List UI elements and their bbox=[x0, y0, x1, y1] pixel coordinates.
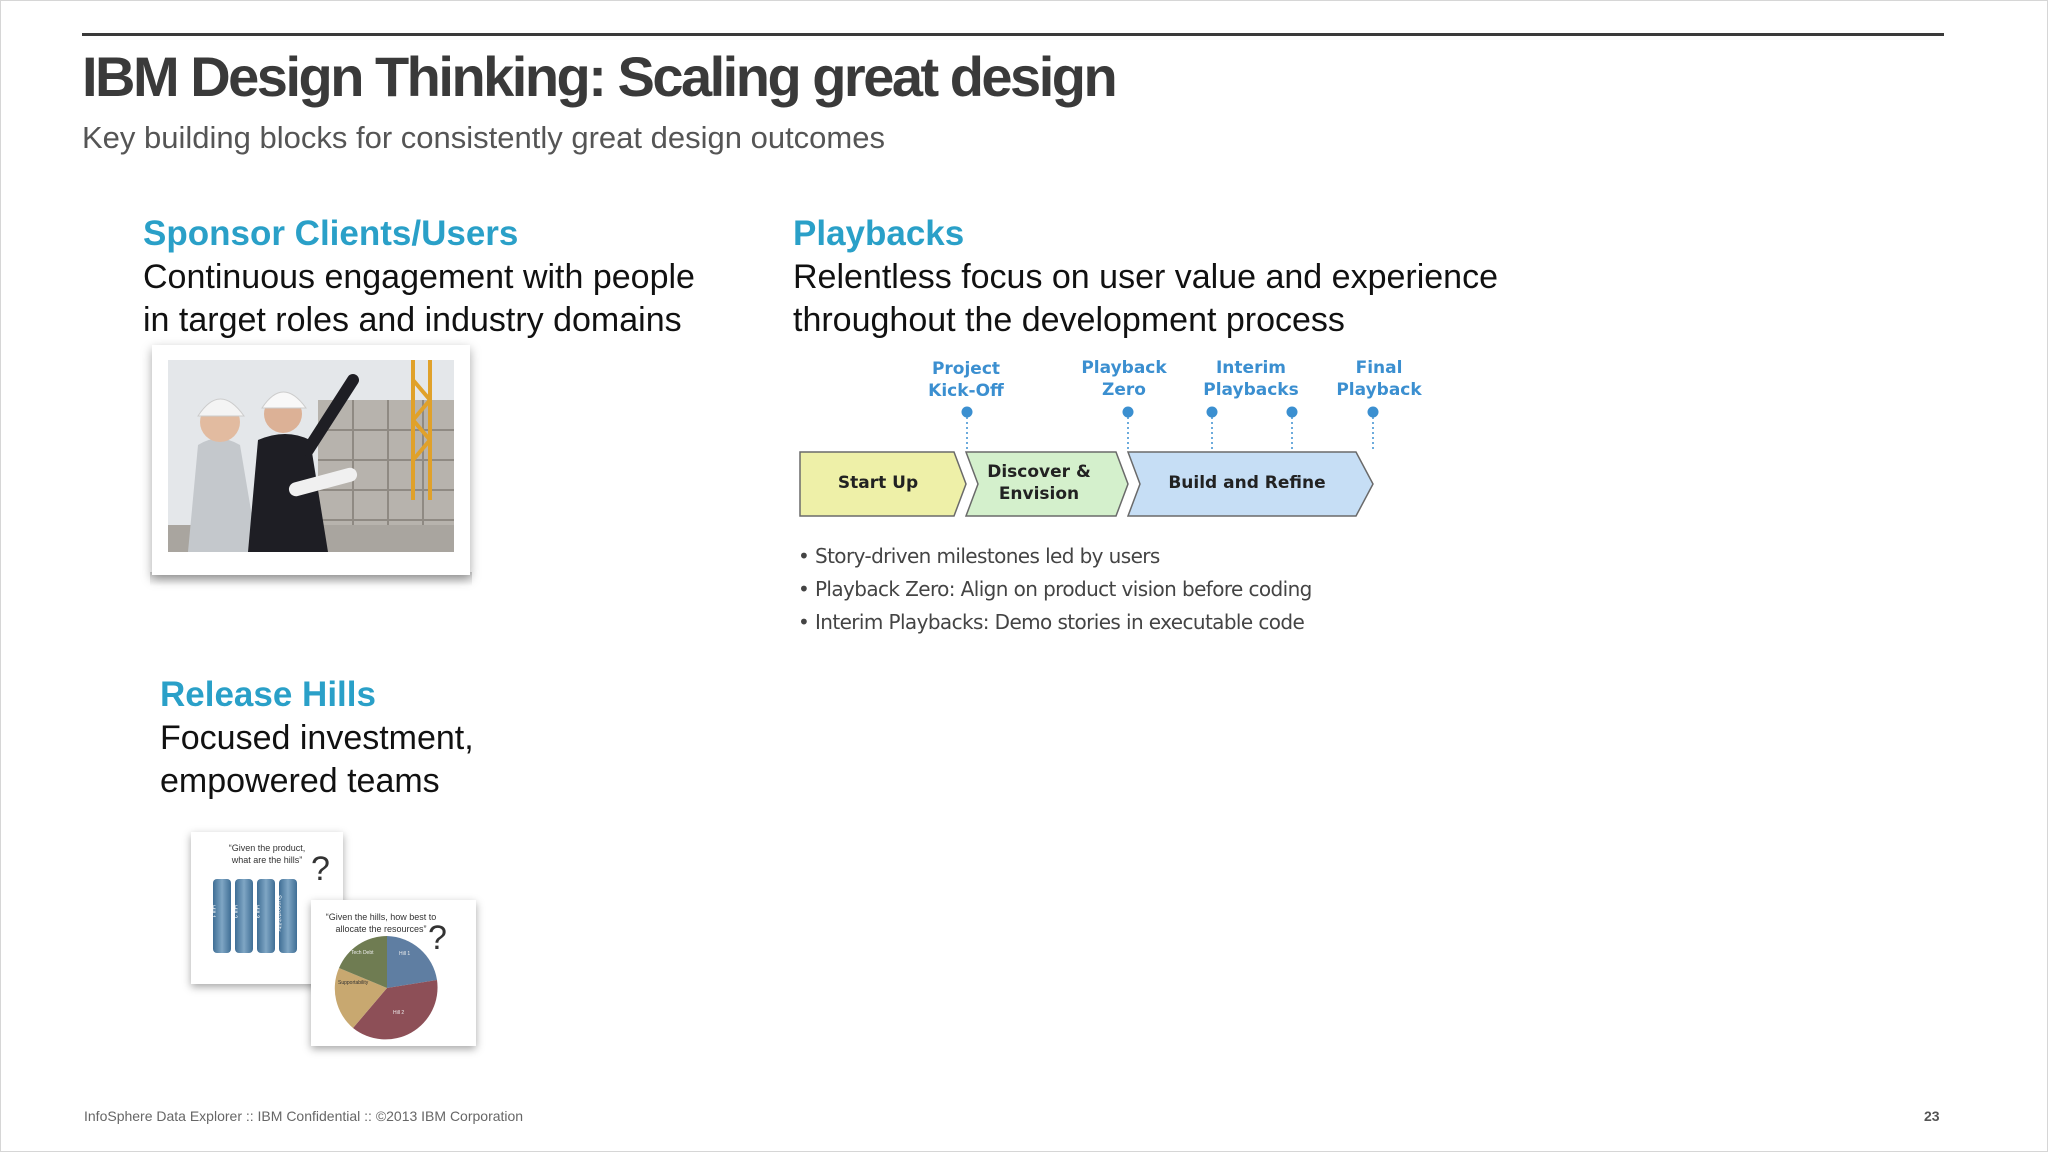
phase-label-line: Envision bbox=[998, 484, 1080, 504]
playbacks-line-1: Relentless focus on user value and exper… bbox=[793, 258, 1498, 296]
bullet-text: Story-driven milestones led by users bbox=[814, 544, 1160, 568]
hills-card-2-quote: “Given the hills, how best to allocate t… bbox=[311, 911, 451, 935]
milestone-label-line: Zero bbox=[1102, 380, 1146, 400]
bullet-text: Playback Zero: Align on product vision b… bbox=[814, 577, 1312, 601]
playbacks-heading: Playbacks bbox=[793, 214, 965, 253]
hills-description: Focused investment, empowered teams bbox=[160, 717, 474, 803]
sponsor-heading: Sponsor Clients/Users bbox=[143, 214, 519, 253]
sponsor-line-1: Continuous engagement with people bbox=[143, 258, 695, 296]
milestone-playback-zero-label: Playback Zero bbox=[1081, 357, 1166, 401]
slide-subtitle: Key building blocks for consistently gre… bbox=[82, 120, 885, 155]
pie-slice-supportability bbox=[334, 968, 387, 1028]
milestone-interim-label: Interim Playbacks bbox=[1203, 357, 1298, 401]
milestone-final-label: Final Playback bbox=[1336, 357, 1421, 401]
milestone-kickoff-label: Project Kick-Off bbox=[928, 358, 1004, 402]
question-mark-1: ? bbox=[311, 850, 330, 888]
hill-bar-label-2: Hill 2 bbox=[231, 905, 237, 919]
sponsor-photo bbox=[168, 360, 454, 552]
milestone-connectors bbox=[966, 412, 1374, 452]
resource-pie-chart bbox=[334, 936, 438, 1040]
bullet-item: • Story-driven milestones led by users bbox=[798, 544, 1160, 568]
milestone-label-line: Playback bbox=[1336, 380, 1422, 400]
phase-start-up bbox=[799, 451, 967, 517]
photo-reflection bbox=[150, 572, 472, 586]
hill-bar-label-4: Supportability bbox=[275, 895, 281, 932]
pie-label-tech-debt: Tech Debt bbox=[351, 950, 374, 956]
pie-slice-tech-debt bbox=[339, 936, 387, 988]
playback-process-diagram bbox=[799, 406, 1379, 517]
playbacks-line-2: throughout the development process bbox=[793, 301, 1345, 339]
hill-bar-1 bbox=[213, 879, 231, 953]
milestone-dot-interim-2 bbox=[1286, 406, 1298, 418]
milestone-dot-kickoff bbox=[961, 406, 973, 418]
bullet-item: • Playback Zero: Align on product vision… bbox=[798, 577, 1312, 601]
phase-discover-label: Discover & Envision bbox=[987, 461, 1091, 505]
bullet-text: Interim Playbacks: Demo stories in execu… bbox=[814, 610, 1305, 634]
sponsor-line-2: in target roles and industry domains bbox=[143, 301, 682, 339]
playbacks-bullet-list: • Story-driven milestones led by users •… bbox=[798, 540, 1312, 639]
hills-line-1: Focused investment, bbox=[160, 719, 474, 757]
sponsor-photo-card bbox=[152, 345, 470, 575]
hill-bar-2 bbox=[235, 879, 253, 953]
milestone-dot-final bbox=[1367, 406, 1379, 418]
hill-bar-4 bbox=[279, 879, 297, 953]
quote-line: what are the hills” bbox=[231, 855, 303, 865]
hills-card-1-quote: “Given the product, what are the hills” bbox=[191, 842, 343, 866]
pie-slice-hill-2 bbox=[353, 980, 438, 1040]
sponsor-description: Continuous engagement with people in tar… bbox=[143, 256, 695, 342]
question-mark-2: ? bbox=[428, 919, 447, 957]
milestone-label-line: Project bbox=[931, 359, 1001, 379]
milestone-label-line: Kick-Off bbox=[928, 381, 1004, 401]
phase-start-up-label: Start Up bbox=[837, 473, 919, 493]
bullet-item: • Interim Playbacks: Demo stories in exe… bbox=[798, 610, 1305, 634]
milestone-dot-zero bbox=[1122, 406, 1134, 418]
milestone-dot-interim-1 bbox=[1206, 406, 1218, 418]
pie-label-hill-2: Hill 2 bbox=[393, 1010, 405, 1016]
hill-bar-label-3: Hill 3 bbox=[253, 905, 259, 919]
slide-title: IBM Design Thinking: Scaling great desig… bbox=[82, 45, 1118, 108]
hills-card-2: “Given the hills, how best to allocate t… bbox=[311, 900, 476, 1046]
quote-line: “Given the hills, how best to bbox=[325, 912, 437, 922]
pie-label-supportability: Supportability bbox=[338, 980, 369, 986]
pie-label-hill-1: Hill 1 bbox=[399, 951, 411, 957]
page-number: 23 bbox=[1924, 1108, 1940, 1124]
quote-line: allocate the resources” bbox=[335, 924, 427, 934]
hills-heading: Release Hills bbox=[160, 675, 376, 714]
hill-bar-3 bbox=[257, 879, 275, 953]
phase-build-refine bbox=[1126, 451, 1374, 517]
hill-bar-label-1: Hill 1 bbox=[209, 905, 215, 919]
hills-line-2: empowered teams bbox=[160, 762, 440, 800]
phase-label-line: Discover & bbox=[987, 462, 1091, 482]
milestone-label-line: Playbacks bbox=[1203, 380, 1299, 400]
phase-discover-envision bbox=[964, 451, 1129, 517]
hill-bars bbox=[213, 879, 297, 953]
milestone-label-line: Playback bbox=[1081, 358, 1167, 378]
playbacks-description: Relentless focus on user value and exper… bbox=[793, 256, 1498, 342]
pie-slice-hill-1 bbox=[387, 936, 437, 988]
quote-line: “Given the product, bbox=[228, 843, 306, 853]
milestone-label-line: Interim bbox=[1215, 358, 1286, 378]
footer-text: InfoSphere Data Explorer :: IBM Confiden… bbox=[84, 1108, 524, 1124]
phase-build-label: Build and Refine bbox=[1168, 473, 1326, 493]
milestone-label-line: Final bbox=[1355, 358, 1403, 378]
top-rule bbox=[82, 33, 1944, 36]
